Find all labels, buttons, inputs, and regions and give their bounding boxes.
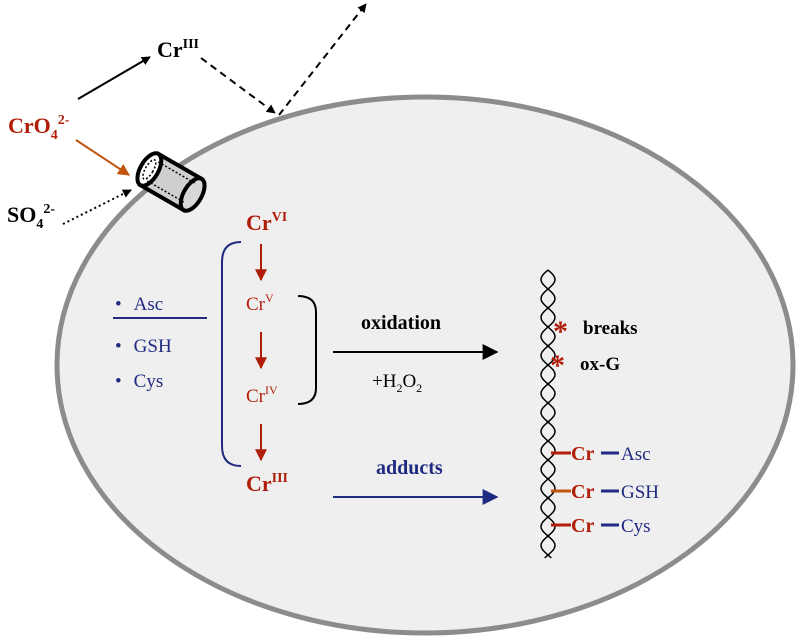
damage-oxg: * ox-G xyxy=(550,349,620,382)
adduct-cys-ligand: Cys xyxy=(621,516,651,537)
adduct-gsh-ligand: GSH xyxy=(621,482,659,503)
damage-breaks: * breaks xyxy=(553,315,638,348)
reducer-list: •Asc •GSH •Cys xyxy=(113,294,207,392)
chromate-label: CrO42- xyxy=(8,113,70,143)
adduct-asc: Cr Asc xyxy=(551,443,651,465)
anion-channel xyxy=(135,151,207,213)
crIV-label: CrIV xyxy=(246,383,278,407)
dashed-arrow-out-of-membrane xyxy=(278,3,367,116)
adduct-asc-metal: Cr xyxy=(571,443,594,465)
adduct-gsh-metal: Cr xyxy=(571,481,594,503)
crIII-outside-label: CrIII xyxy=(157,37,199,62)
adduct-asc-ligand: Asc xyxy=(621,444,651,465)
arrow-to-crIII-outside xyxy=(77,56,151,100)
reducer-item-asc: •Asc xyxy=(115,294,163,315)
dna-strand-b xyxy=(540,269,556,559)
dna-helix xyxy=(540,269,556,559)
adduct-gsh: Cr GSH xyxy=(551,481,659,503)
dashed-arrow-to-membrane xyxy=(200,57,276,114)
break-asterisk-icon: * xyxy=(553,315,568,348)
crVI-label: CrVI xyxy=(246,210,287,235)
damage-oxg-label: ox-G xyxy=(580,354,620,375)
reduction-bracket xyxy=(221,241,242,467)
crIII-inside-label: CrIII xyxy=(246,471,288,496)
reducer-item-gsh: •GSH xyxy=(115,336,172,357)
oxidation-reagent: +H2O2 xyxy=(372,371,422,395)
intermediate-bracket xyxy=(297,295,317,405)
dna-strand-a xyxy=(540,269,556,559)
adducts-label: adducts xyxy=(376,457,443,479)
adduct-cys-metal: Cr xyxy=(571,515,594,537)
oxg-asterisk-icon: * xyxy=(550,349,565,382)
reducer-item-cys: •Cys xyxy=(115,371,163,392)
damage-breaks-label: breaks xyxy=(583,318,638,339)
crV-label: CrV xyxy=(246,291,274,315)
sulfate-label: SO42- xyxy=(7,202,55,232)
adduct-cys: Cr Cys xyxy=(551,515,651,537)
cell-membrane xyxy=(54,94,796,636)
chromate-arrow xyxy=(75,139,131,176)
oxidation-label: oxidation xyxy=(361,312,441,334)
